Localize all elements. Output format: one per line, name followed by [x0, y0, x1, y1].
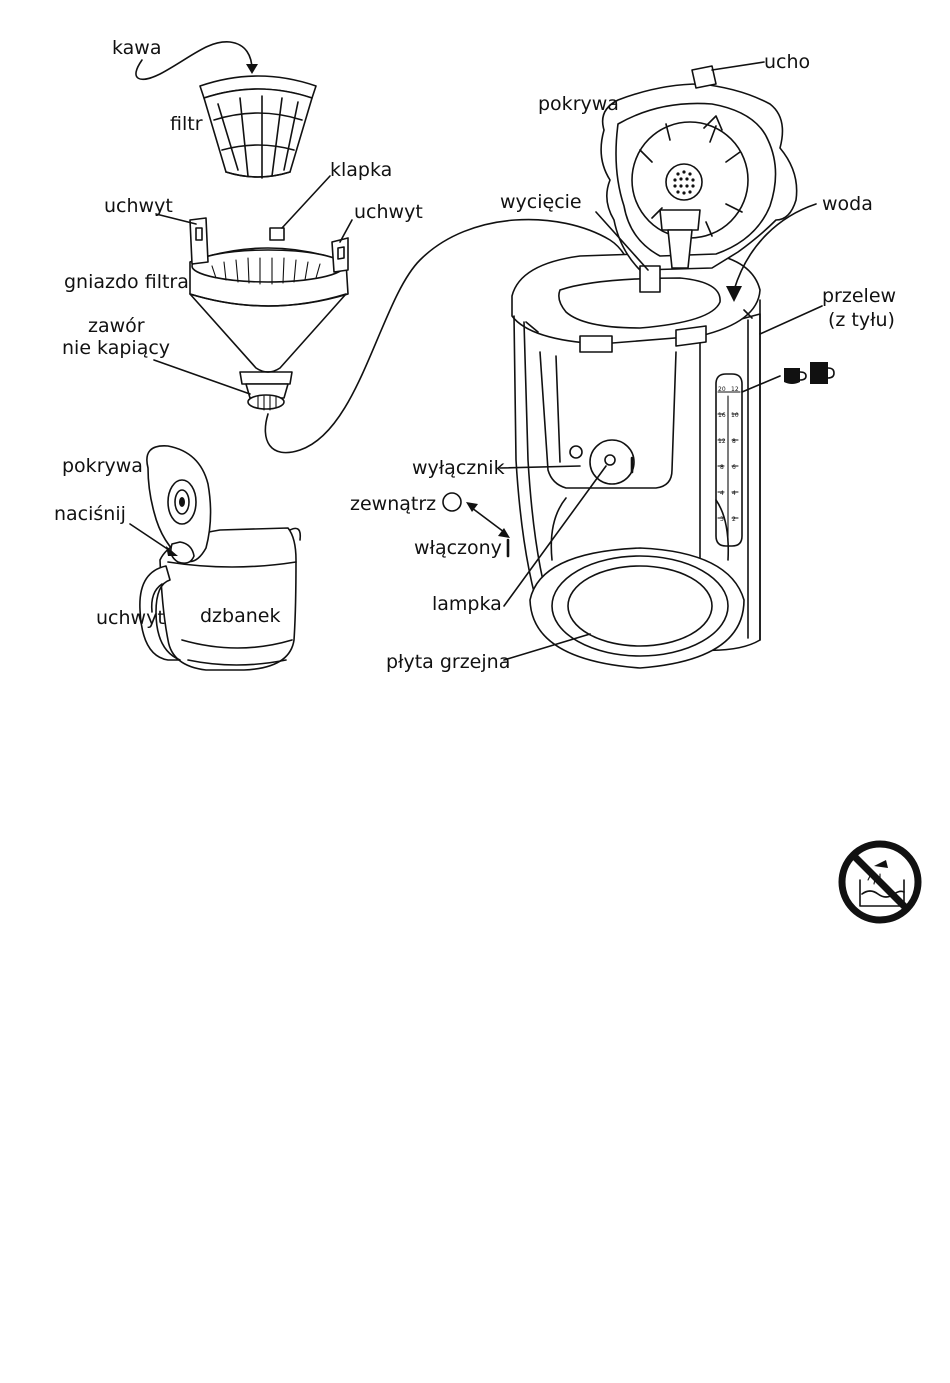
off-symbol: [443, 493, 461, 511]
machine-lid: [601, 66, 797, 270]
scale-left-2: 12: [718, 438, 726, 445]
scale-right-4: 4: [732, 490, 736, 497]
scale-left-5: 3: [720, 516, 724, 523]
cutout: [640, 266, 660, 292]
toggle-arrow: [472, 508, 504, 532]
leader-wylacznik: [500, 466, 580, 468]
label-wylacznik: wyłącznik: [412, 457, 505, 479]
scale-right-5: 2: [732, 516, 736, 523]
label-lampka: lampka: [432, 593, 502, 615]
label-wlaczony: włączony: [414, 537, 502, 559]
label-ucho: ucho: [764, 51, 810, 73]
label-kawa: kawa: [112, 37, 162, 59]
label-zawor-line2: nie kapiący: [62, 337, 170, 359]
label-gniazdo-filtra: gniazdo filtra: [64, 271, 189, 293]
scale-left-0: 20: [718, 386, 726, 393]
label-przelew-line2: (z tyłu): [828, 309, 895, 331]
label-uchwyt-right: uchwyt: [354, 201, 423, 223]
carafe: [140, 446, 300, 670]
label-nacisnij: naciśnij: [54, 503, 126, 525]
label-przelew-line1: przelew: [822, 285, 896, 307]
label-klapka: klapka: [330, 159, 392, 181]
leader-klapka: [282, 176, 330, 228]
scale-right-3: 6: [732, 464, 736, 471]
scale-left-1: 16: [718, 412, 726, 419]
label-woda: woda: [822, 193, 873, 215]
label-zawor-line1: zawór: [88, 315, 145, 337]
label-wyciecie: wycięcie: [500, 191, 582, 213]
label-pokrywa-jug: pokrywa: [62, 455, 143, 477]
label-dzbanek: dzbanek: [200, 605, 280, 627]
label-filtr: filtr: [170, 113, 203, 135]
label-uchwyt-jug: uchwyt: [96, 607, 165, 629]
leader-ucho: [712, 62, 764, 70]
paper-filter: [200, 76, 316, 178]
scale-right-0: 12: [731, 386, 739, 393]
label-uchwyt-left: uchwyt: [104, 195, 173, 217]
scale-left-3: 8: [720, 464, 724, 471]
coffee-maker-body: [512, 252, 760, 668]
scale-right-1: 10: [731, 412, 739, 419]
leader-zawor: [154, 360, 250, 394]
label-zewnatrz: zewnątrz: [350, 493, 436, 515]
label-plyta-grzejna: płyta grzejna: [386, 651, 510, 673]
label-pokrywa-top: pokrywa: [538, 93, 619, 115]
scale-right-2: 8: [732, 438, 736, 445]
no-immersion-warning-icon: [842, 844, 918, 920]
leader-przelew: [760, 306, 822, 334]
cup-and-mug-icon: [784, 362, 834, 384]
scale-left-4: 4: [720, 490, 724, 497]
